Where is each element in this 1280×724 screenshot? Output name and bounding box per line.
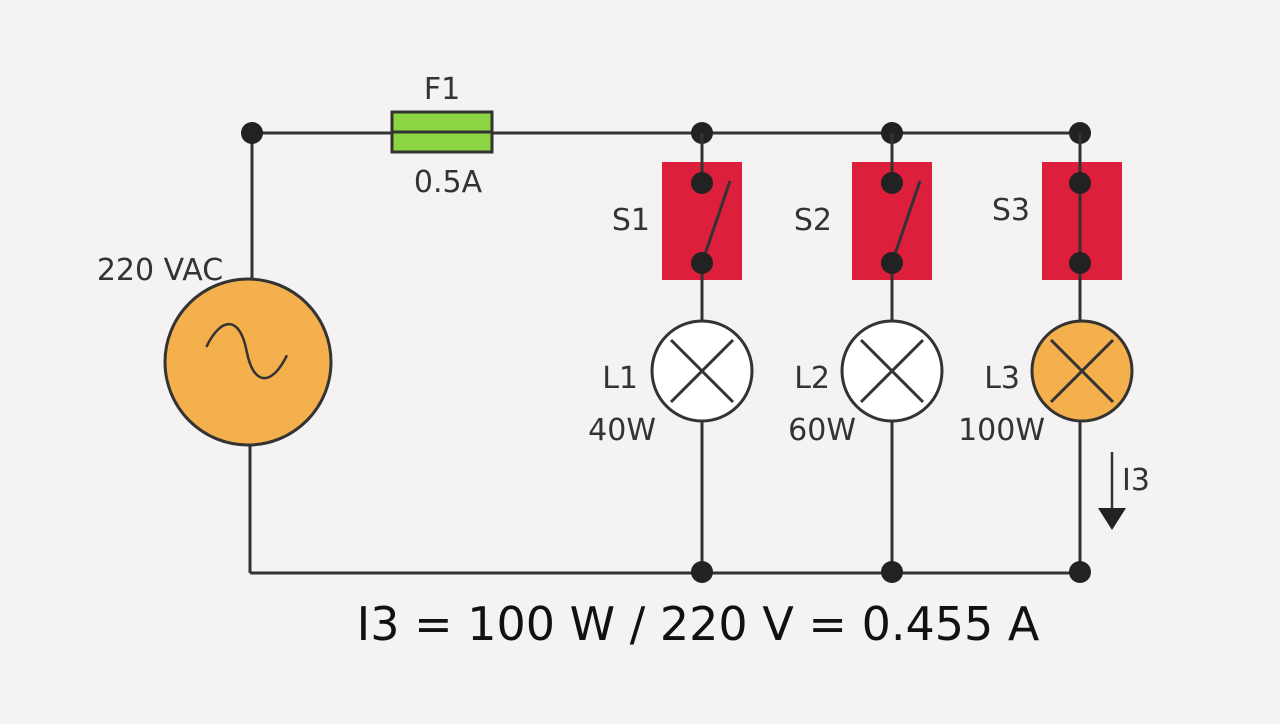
source-label: 220 VAC <box>97 253 223 288</box>
arrow-head <box>1098 508 1126 530</box>
fuse-name: F1 <box>424 72 460 107</box>
junction-dot <box>241 122 263 144</box>
switch-2-blade <box>890 180 922 264</box>
switch-3-label: S3 <box>992 193 1030 228</box>
source-circle <box>163 277 333 447</box>
sine-wave-icon <box>205 322 289 380</box>
ac-source: 220 VAC <box>97 253 333 447</box>
fuse-rating: 0.5A <box>414 165 483 200</box>
branch-2: S2 L2 60W <box>788 133 944 448</box>
switch-2-contact <box>881 172 903 194</box>
current-equation: I3 = 100 W / 220 V = 0.455 A <box>357 597 1040 651</box>
lamp-2-power: 60W <box>788 413 856 448</box>
switch-1-blade <box>700 180 732 264</box>
lamp-1-cross-icon <box>669 338 735 404</box>
lamp-3-cross-icon <box>1049 338 1115 404</box>
lamp-2-cross-icon <box>859 338 925 404</box>
lamp-1-power: 40W <box>588 413 656 448</box>
junction-dot <box>1069 561 1091 583</box>
switch-1-contact <box>691 172 713 194</box>
lamp-3-power: 100W <box>958 413 1045 448</box>
current-arrow: I3 <box>1098 452 1150 530</box>
switch-2-label: S2 <box>794 203 832 238</box>
branch-1: S1 L1 40W <box>588 133 754 448</box>
junction-dot <box>691 561 713 583</box>
switch-1-contact <box>691 252 713 274</box>
junction-dot <box>881 561 903 583</box>
switch-3-contact <box>1069 252 1091 274</box>
switch-2-contact <box>881 252 903 274</box>
lamp-2-label: L2 <box>794 361 830 396</box>
branch-3: S3 L3 100W <box>958 133 1134 448</box>
lamp-1-label: L1 <box>602 361 638 396</box>
fuse: F1 0.5A <box>390 72 494 200</box>
current-label: I3 <box>1122 463 1150 498</box>
lamp-3-label: L3 <box>984 361 1020 396</box>
switch-1-label: S1 <box>612 203 650 238</box>
switch-3-contact <box>1069 172 1091 194</box>
